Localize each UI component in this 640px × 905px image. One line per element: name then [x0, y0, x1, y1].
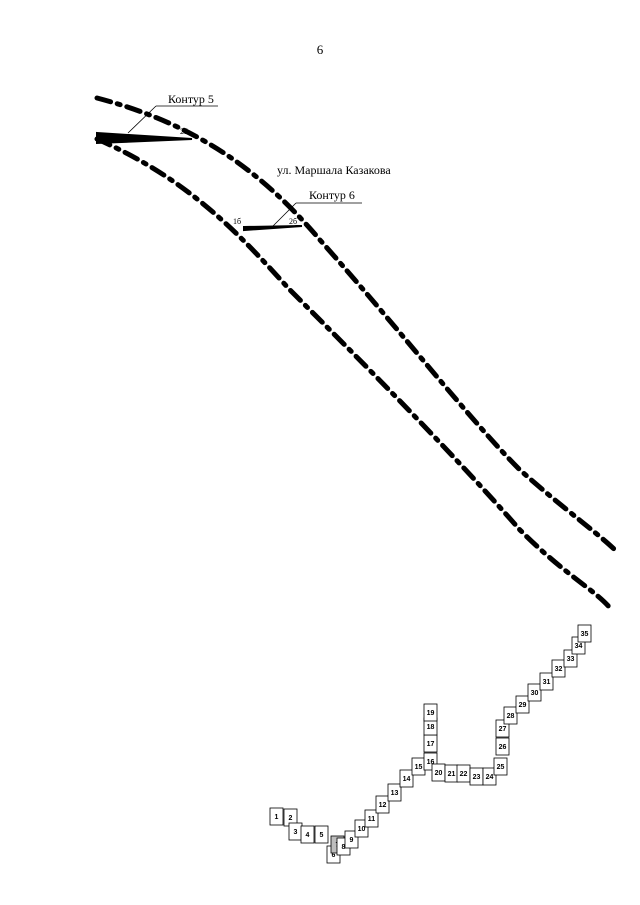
- sheet-tile-4[interactable]: 4: [300, 825, 315, 844]
- sheet-tile-24[interactable]: 24: [482, 767, 497, 786]
- sheet-tile-number: 8: [342, 844, 346, 851]
- sheet-tile-frame: [503, 706, 518, 725]
- street-boundary-upper: [94, 95, 618, 553]
- sheet-tile-frame: [399, 769, 414, 788]
- sheet-tile-5[interactable]: 5: [314, 825, 329, 844]
- contour-5-shape[interactable]: [96, 131, 193, 145]
- sheet-tile-14[interactable]: 14: [399, 769, 414, 788]
- sheet-tile-number: 4: [306, 832, 310, 839]
- sheet-tile-frame: [551, 659, 566, 678]
- sheet-tile-number: 28: [507, 713, 515, 720]
- contour-6[interactable]: Контур 6 1б 2б: [233, 188, 362, 232]
- sheet-tile-35[interactable]: 35: [577, 624, 592, 643]
- sheet-tile-frame: [493, 757, 508, 776]
- sheet-tile-frame: [300, 825, 315, 844]
- sheet-tile-number: 34: [575, 643, 583, 650]
- sheet-tile-number: 14: [403, 776, 411, 783]
- contour-5[interactable]: Контур 5 25: [96, 92, 218, 145]
- sheet-tile-number: 10: [358, 826, 366, 833]
- sheet-tile-number: 13: [391, 790, 399, 797]
- sheet-tile-29[interactable]: 29: [515, 695, 530, 714]
- sheet-tile-19[interactable]: 19: [423, 703, 438, 722]
- sheet-tile-13[interactable]: 13: [387, 783, 402, 802]
- sheet-tile-number: 31: [543, 679, 551, 686]
- sheet-tile-frame: [314, 825, 329, 844]
- sheet-tile-number: 9: [350, 837, 354, 844]
- sheet-tile-12[interactable]: 12: [375, 795, 390, 814]
- sheet-tile-number: 11: [368, 816, 376, 823]
- contour-6-shape[interactable]: [243, 225, 303, 232]
- sheet-tile-number: 15: [415, 764, 423, 771]
- sheet-tile-number: 6: [332, 852, 336, 859]
- sheet-tile-25[interactable]: 25: [493, 757, 508, 776]
- sheet-tile-31[interactable]: 31: [539, 672, 554, 691]
- sheet-tile-frame: [387, 783, 402, 802]
- sheet-tile-number: 35: [581, 631, 589, 638]
- sheet-tile-frame: [527, 683, 542, 702]
- sheet-tile-number: 17: [427, 741, 435, 748]
- sheet-tile-number: 20: [435, 770, 443, 777]
- sheet-tile-number: 26: [499, 744, 507, 751]
- sheet-tile-frame: [482, 767, 497, 786]
- contour-6-point-2-label: 2б: [289, 217, 297, 226]
- sheet-tile-frame: [577, 624, 592, 643]
- sheet-tile-frame: [375, 795, 390, 814]
- sheet-tile-number: 12: [379, 802, 387, 809]
- sheet-tile-26[interactable]: 26: [495, 737, 510, 756]
- sheet-index-map[interactable]: 1234567891011121314151617181920212223242…: [269, 624, 592, 864]
- street-name: ул. Маршала Казакова: [277, 163, 391, 177]
- sheet-tile-number: 19: [427, 710, 435, 717]
- sheet-tile-1[interactable]: 1: [269, 807, 284, 826]
- sheet-tile-frame: [539, 672, 554, 691]
- sheet-tile-17[interactable]: 17: [423, 734, 438, 753]
- sheet-tile-number: 32: [555, 666, 563, 673]
- contour-6-label: Контур 6: [309, 188, 355, 202]
- sheet-tile-number: 21: [448, 771, 456, 778]
- sheet-tile-number: 24: [486, 774, 494, 781]
- sheet-tile-23[interactable]: 23: [469, 767, 484, 786]
- sheet-tile-3[interactable]: 3: [288, 822, 303, 841]
- sheet-tile-22[interactable]: 22: [456, 764, 471, 783]
- page-number: 6: [316, 42, 324, 57]
- contour-6-point-1-label: 1б: [233, 217, 241, 226]
- sheet-tile-number: 25: [497, 764, 505, 771]
- sheet-tile-number: 23: [473, 774, 481, 781]
- sheet-tile-number: 16: [427, 759, 435, 766]
- sheet-tile-frame: [495, 737, 510, 756]
- sheet-tile-number: 33: [567, 656, 575, 663]
- sheet-tile-number: 2: [289, 815, 293, 822]
- sheet-tile-frame: [364, 809, 379, 828]
- contour-6-leader: [271, 202, 297, 228]
- sheet-tile-32[interactable]: 32: [551, 659, 566, 678]
- sheet-tile-number: 1: [275, 814, 279, 821]
- sheet-tile-number: 30: [531, 690, 539, 697]
- sheet-tile-number: 29: [519, 702, 527, 709]
- sheet-tile-number: 3: [294, 829, 298, 836]
- contour-5-leader: [127, 105, 157, 134]
- sheet-tile-28[interactable]: 28: [503, 706, 518, 725]
- sheet-tile-frame: [269, 807, 284, 826]
- sheet-tile-number: 22: [460, 771, 468, 778]
- sheet-tile-frame: [515, 695, 530, 714]
- sheet-tile-number: 18: [427, 724, 435, 731]
- contour-5-point-label: 25: [180, 127, 188, 136]
- sheet-tile-20[interactable]: 20: [431, 763, 446, 782]
- contour-5-label: Контур 5: [168, 92, 214, 106]
- street-boundary-lower: [94, 136, 613, 611]
- sheet-tile-30[interactable]: 30: [527, 683, 542, 702]
- sheet-tile-15[interactable]: 15: [411, 757, 426, 776]
- sheet-tile-21[interactable]: 21: [444, 764, 459, 783]
- sheet-tile-11[interactable]: 11: [364, 809, 379, 828]
- sheet-tile-frame: [423, 703, 438, 722]
- sheet-tile-number: 5: [320, 832, 324, 839]
- sheet-tile-number: 27: [499, 726, 507, 733]
